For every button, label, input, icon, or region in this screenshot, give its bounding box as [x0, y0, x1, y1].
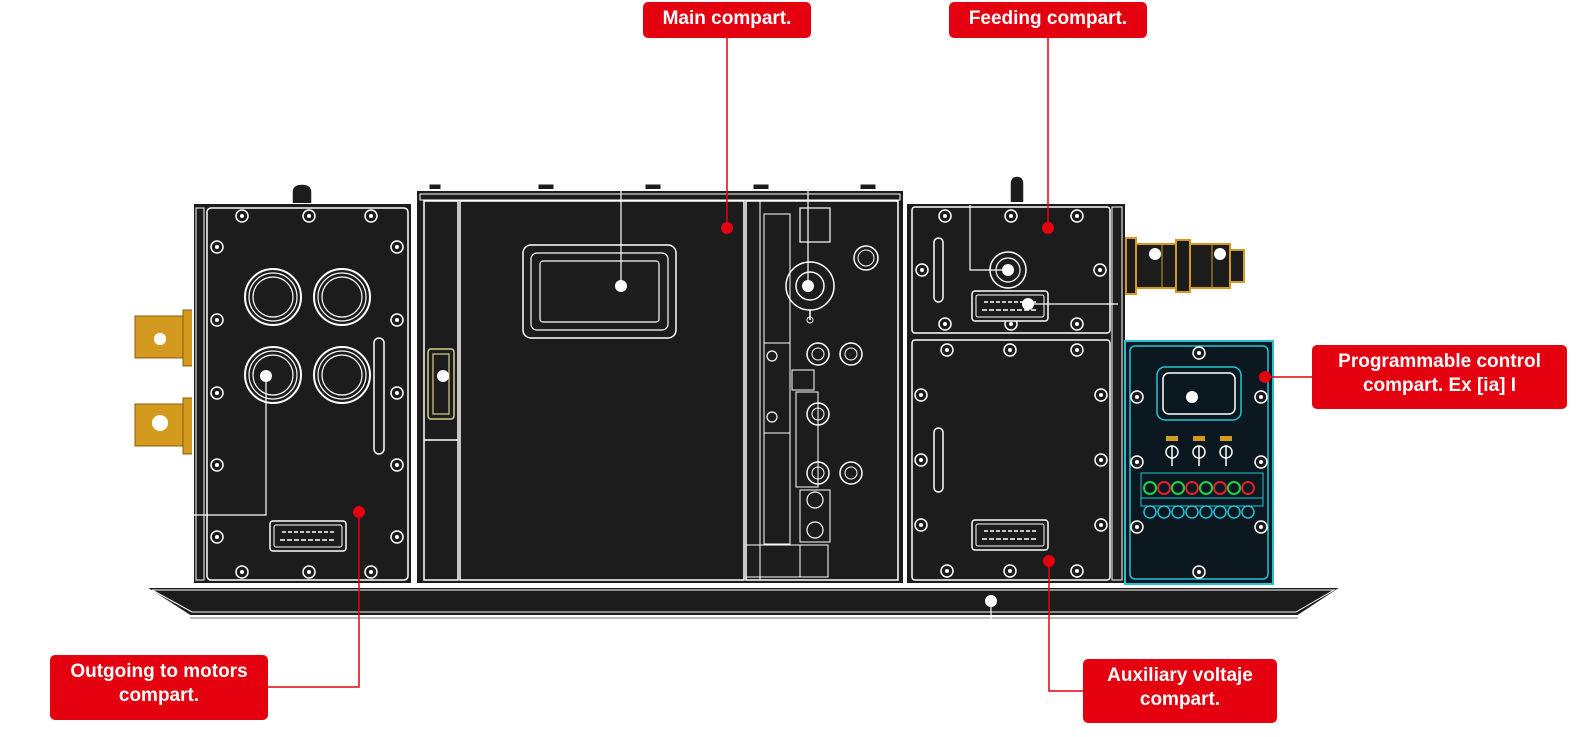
marker-main-compartment: [721, 222, 733, 234]
marker-control-window: [1186, 391, 1198, 403]
callout-auxiliary-voltage-compartment: Auxiliary voltaje compart.: [1083, 659, 1277, 723]
marker-outgoing-lug-1: [154, 333, 166, 345]
outgoing-cable-lugs: [134, 309, 194, 455]
marker-cable-gland: [260, 370, 272, 382]
callout-leader-lines: [268, 38, 1312, 692]
marker-main-switch: [802, 280, 814, 292]
marker-feeding-plate: [1022, 298, 1034, 310]
marker-main-window: [615, 280, 627, 292]
auxiliary-voltage-compartment: [911, 339, 1111, 581]
marker-programmable-compartment: [1259, 371, 1271, 383]
feeding-cable-connector: [1125, 237, 1245, 295]
marker-outgoing-compartment: [353, 506, 365, 518]
component-markers: [154, 248, 1226, 607]
callout-main-compartment: Main compart.: [643, 2, 811, 38]
marker-outgoing-lug-2: [154, 417, 166, 429]
callout-markers: [353, 222, 1271, 567]
programmable-control-compartment: [1124, 340, 1274, 585]
feeding-compartment: [905, 175, 1127, 585]
marker-feeding-compartment: [1042, 222, 1054, 234]
marker-feeding-connector-1: [1149, 248, 1161, 260]
marker-auxiliary-compartment: [1043, 555, 1055, 567]
marker-feeding-connector-2: [1214, 248, 1226, 260]
marker-feeding-gland: [1002, 264, 1014, 276]
callout-feeding-compartment: Feeding compart.: [949, 2, 1147, 38]
callout-outgoing-motors-compartment: Outgoing to motors compart.: [50, 655, 268, 720]
base-plate: [141, 586, 1346, 619]
marker-base-plate: [985, 595, 997, 607]
outgoing-motors-compartment: [192, 173, 413, 585]
marker-main-isolator: [437, 370, 449, 382]
internal-leader-lines: [193, 190, 1118, 620]
callout-programmable-control-compartment: Programmable control compart. Ex [ia] I: [1312, 345, 1567, 409]
main-compartment: [415, 183, 905, 585]
